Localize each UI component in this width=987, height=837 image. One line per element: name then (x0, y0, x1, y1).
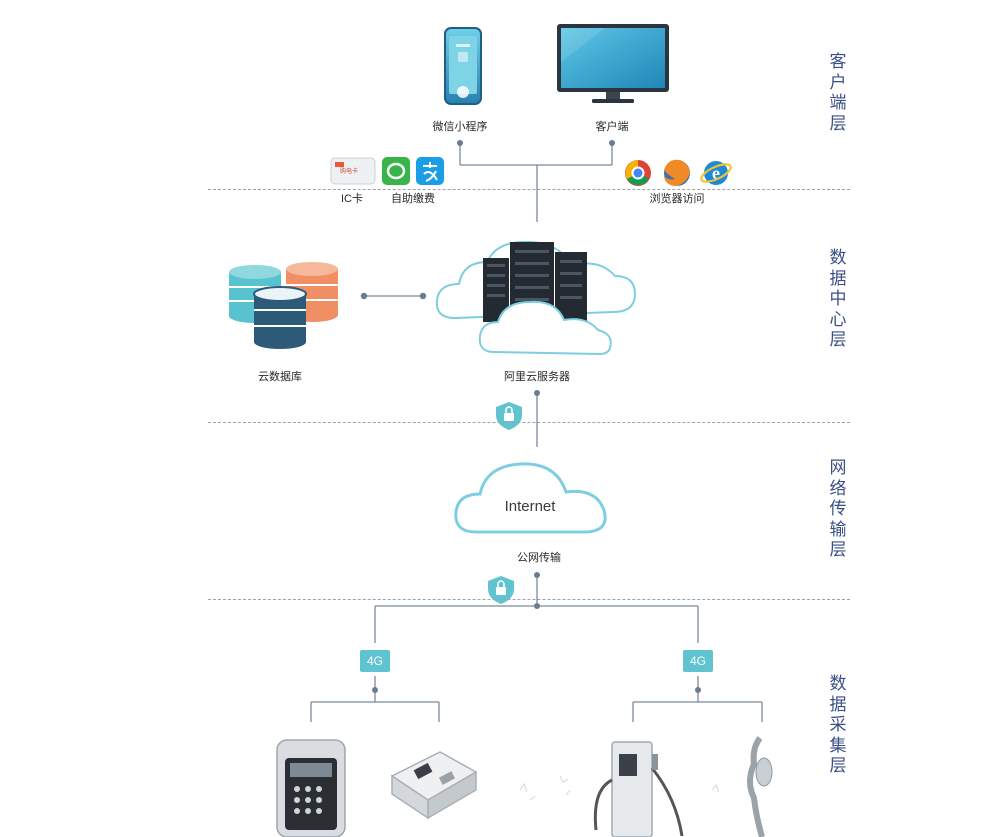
layer-label-client: 客户端层 (829, 52, 847, 133)
layer-separator (208, 189, 850, 190)
ic-card-label: IC卡 (341, 193, 363, 205)
phone-icon (444, 27, 482, 105)
layer-label-network: 网络传输层 (829, 458, 847, 559)
cloud-database-label: 云数据库 (258, 371, 302, 383)
ev-charger-icon (593, 741, 684, 837)
chrome-icon (625, 160, 651, 186)
svg-text:e: e (712, 163, 720, 183)
wechat-pay-icon (382, 157, 410, 185)
internet-cloud-icon (454, 462, 607, 534)
aliyun-server-label: 阿里云服务器 (504, 371, 570, 383)
4g-badge-right: 4G (683, 650, 713, 672)
alipay-icon (416, 157, 444, 185)
layer-label-datacenter: 数据中心层 (829, 248, 847, 349)
decorative-specks (519, 775, 720, 801)
client-app-label: 客户端 (595, 121, 629, 133)
layer-separator (208, 599, 850, 600)
cloud-database-icon (229, 262, 338, 349)
browser-access-label: 浏览器访问 (649, 193, 705, 205)
self-pay-label: 自助缴费 (391, 193, 435, 205)
layer-label-collection: 数据采集层 (829, 674, 847, 775)
layer-separator (208, 422, 850, 423)
ie-icon: e (700, 161, 732, 185)
public-net-label: 公网传输 (517, 552, 561, 564)
4g-badge-left: 4G (360, 650, 390, 672)
smart-meter-icon (276, 739, 346, 837)
lock-shield-icon (496, 402, 522, 430)
mini-program-label: 微信小程序 (432, 121, 488, 133)
monitor-icon (557, 24, 669, 103)
connector-dots (360, 140, 701, 693)
ic-card-icon (330, 157, 376, 185)
charging-pole-icon (747, 736, 773, 837)
ic-card-face-text: 购电卡 (339, 169, 359, 175)
aliyun-server-icon (435, 240, 637, 356)
internet-label: Internet (504, 498, 556, 515)
lock-shield-icon (488, 576, 514, 604)
connector-lines (310, 143, 763, 722)
firefox-icon (664, 159, 690, 186)
socket-box-icon (390, 751, 478, 820)
